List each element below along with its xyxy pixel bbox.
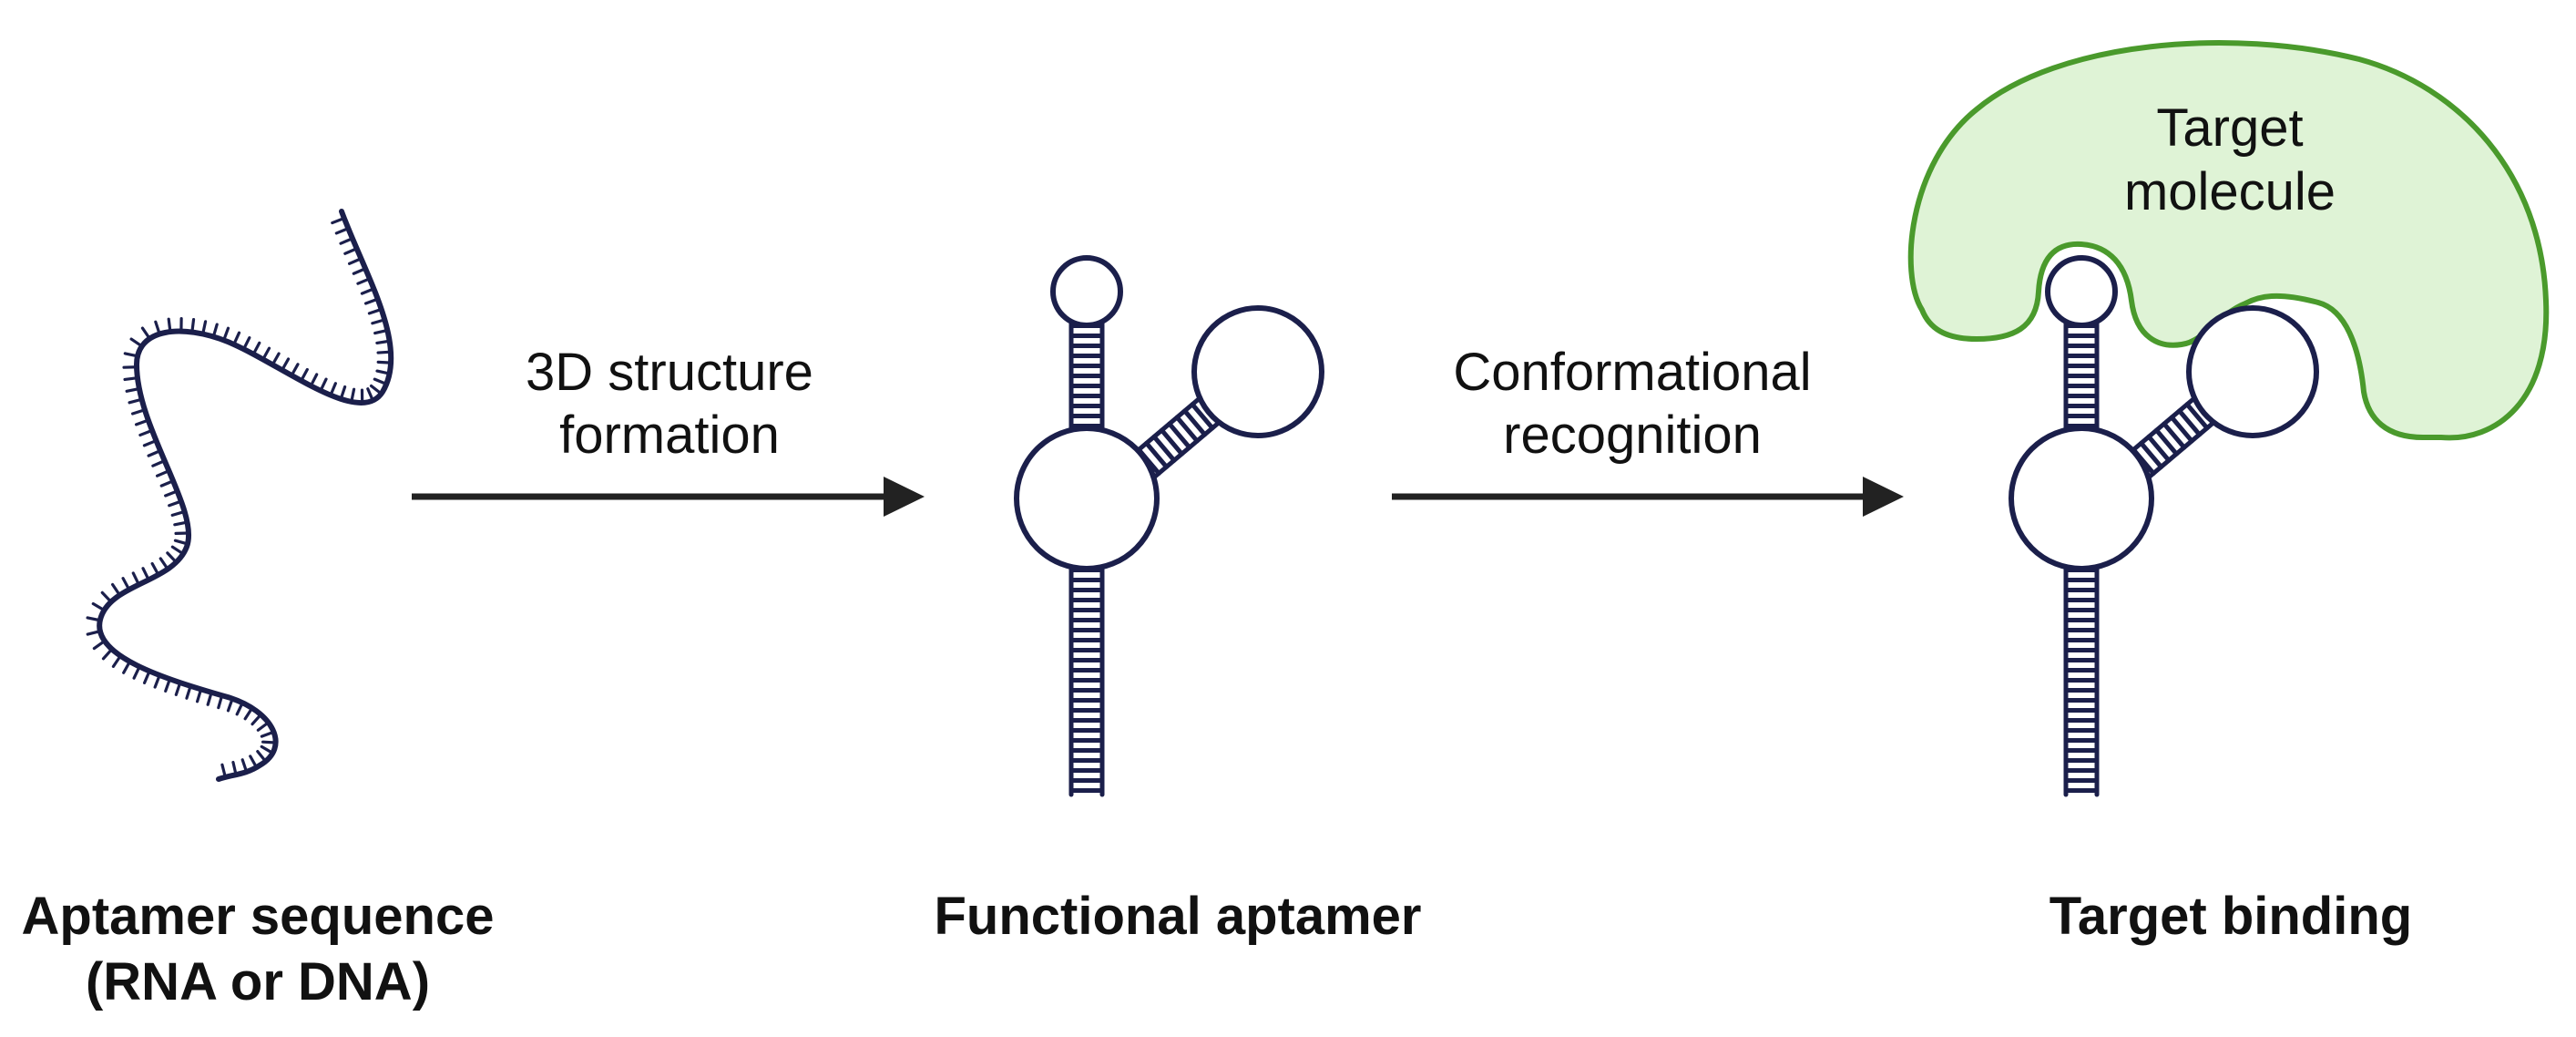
target-label-line1: Target <box>2156 98 2303 158</box>
bound-central-loop <box>2009 426 2154 571</box>
functional-upper-stem <box>1068 318 1105 436</box>
unfolded-aptamer-strand <box>86 209 394 782</box>
functional-aptamer <box>1014 255 1324 797</box>
functional-small-loop <box>1050 255 1123 328</box>
caption-sequence-line2: (RNA or DNA) <box>86 952 430 1011</box>
caption-functional: Functional aptamer <box>935 887 1422 946</box>
bound-small-loop <box>2045 255 2118 328</box>
transition-label-2-line1: Conformational <box>1453 343 1811 402</box>
arrow-structure-formation <box>412 477 925 517</box>
transition-label-1-line1: 3D structure <box>526 343 813 402</box>
transition-label-1-line2: formation <box>559 406 780 465</box>
caption-sequence-line1: Aptamer sequence <box>22 887 495 946</box>
bound-side-loop <box>2186 305 2319 438</box>
functional-central-loop <box>1014 426 1160 571</box>
functional-side-stem <box>1132 395 1222 479</box>
arrow-conformational-recognition <box>1392 477 1904 517</box>
functional-side-loop <box>1191 305 1324 438</box>
bound-upper-stem <box>2063 318 2100 436</box>
bound-lower-stem <box>2063 562 2100 797</box>
caption-binding: Target binding <box>2050 887 2412 946</box>
transition-label-2-line2: recognition <box>1503 406 1762 465</box>
functional-lower-stem <box>1068 562 1105 797</box>
target-molecule <box>1907 40 2550 441</box>
target-label-line2: molecule <box>2124 162 2336 221</box>
bound-aptamer <box>2009 255 2319 797</box>
